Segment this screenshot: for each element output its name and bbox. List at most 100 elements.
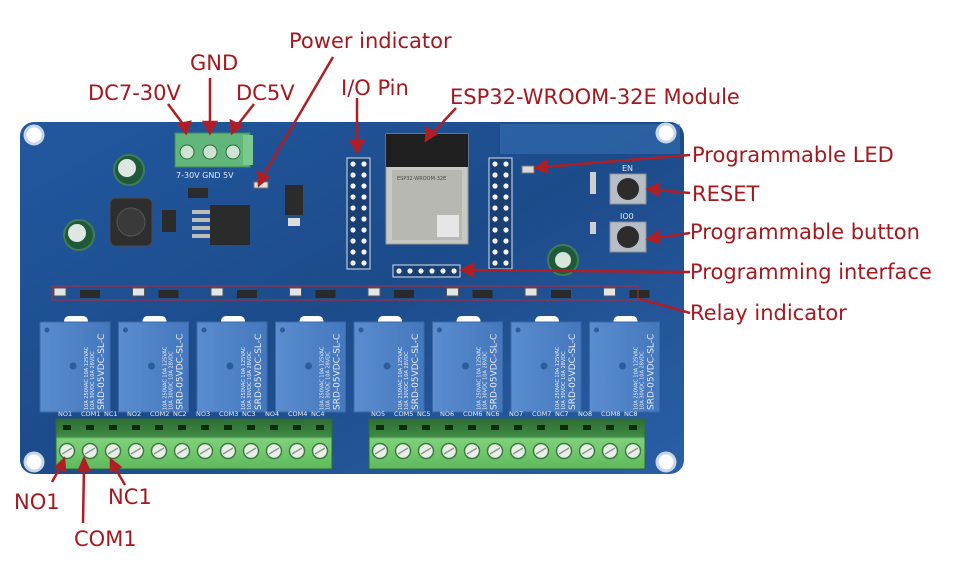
screw-slot: [466, 447, 478, 455]
relay-rating-text: 10A 30VDC 10A 28VDC: [640, 351, 646, 410]
terminal-wire-entry: [422, 425, 430, 430]
relay-model-text: SRD-05VDC-SL-C: [333, 334, 343, 410]
header-pin: [492, 183, 498, 189]
screw-slot: [397, 447, 409, 455]
header-pin: [492, 161, 498, 167]
header-pin: [418, 268, 424, 274]
relay-indicator-led: [603, 287, 616, 297]
en-silkscreen: EN: [622, 164, 633, 173]
header-pin: [503, 194, 509, 200]
label-reset: RESET: [692, 182, 760, 206]
terminal-wire-entry: [132, 425, 140, 430]
relay-rating-text: 10A 250VAC 10A 125VAC: [241, 346, 247, 410]
terminal-wire-entry: [109, 425, 117, 430]
relay-indicator-led: [53, 287, 67, 297]
screw-slot: [374, 447, 386, 455]
label-power-indicator: Power indicator: [289, 29, 452, 53]
relay-dot: [515, 327, 521, 333]
relay-dot: [462, 362, 469, 370]
relay-rating-text: 10A 30VDC 10A 28VDC: [561, 351, 567, 410]
screw-slot: [535, 447, 547, 455]
terminal-wire-entry: [376, 425, 384, 430]
header-pin: [492, 205, 498, 211]
screw-slot: [291, 447, 303, 455]
relay-indicator-led: [132, 287, 145, 297]
relay-model-text: SRD-05VDC-SL-C: [647, 334, 657, 410]
header-pin: [503, 249, 509, 255]
terminal-silkscreen-label: NO3: [196, 410, 210, 418]
screw-slot: [627, 447, 639, 455]
terminal-wire-entry: [445, 425, 453, 430]
label-relay-indicator: Relay indicator: [690, 301, 847, 325]
terminal-silkscreen-label: COM8: [601, 410, 620, 418]
header-pin: [350, 260, 356, 266]
terminal-silkscreen-label: NO6: [440, 410, 454, 418]
relay-rating-text: 10A 30VDC 10A 28VDC: [247, 351, 253, 410]
relay-driver-transistor: [472, 290, 493, 298]
terminal-wire-entry: [629, 425, 637, 430]
header-pin: [361, 249, 367, 255]
relay-model-text: SRD-05VDC-SL-C: [176, 334, 186, 410]
terminal-wire-entry: [270, 425, 278, 430]
relay-indicator-led: [446, 287, 459, 297]
terminal-screw-7-30v: [179, 144, 195, 160]
relay-rating-text: 10A 250VAC 10A 125VAC: [555, 346, 561, 410]
header-pin: [407, 268, 413, 274]
io0-silkscreen: IO0: [620, 212, 634, 221]
terminal-wire-entry: [316, 425, 324, 430]
relay-dot: [358, 327, 364, 333]
relay-dot: [201, 327, 207, 333]
screw-slot: [604, 447, 616, 455]
relay-dot: [123, 327, 128, 333]
screw-slot: [84, 447, 96, 455]
header-pin: [350, 194, 356, 200]
terminal-block: [368, 418, 646, 470]
terminal-silkscreen-label: NC4: [311, 410, 325, 418]
header-pin: [396, 268, 402, 274]
io-header-right: [488, 157, 513, 270]
module-silkscreen: ESP32-WROOM-32E: [397, 176, 446, 182]
relay-dot: [437, 327, 442, 333]
terminal-wire-entry: [86, 425, 94, 430]
screw-slot: [558, 447, 570, 455]
relay-dot: [383, 362, 391, 370]
terminal-wire-entry: [293, 425, 301, 430]
header-pin: [350, 183, 356, 189]
terminal-silkscreen-label: COM4: [288, 410, 307, 418]
header-pin: [492, 260, 498, 266]
header-pin: [350, 249, 356, 255]
relay-model-text: SRD-05VDC-SL-C: [568, 334, 578, 410]
label-nc1: NC1: [108, 485, 152, 509]
label-com1: COM1: [74, 527, 137, 551]
terminal-wire-entry: [399, 425, 407, 430]
esp32-module: ESP32-WROOM-32E: [385, 133, 469, 245]
screw-slot: [153, 447, 165, 455]
header-pin: [492, 249, 498, 255]
annotation-arrows: [50, 56, 691, 524]
relay-indicator-led: [210, 287, 224, 297]
header-pin: [492, 227, 498, 233]
header-pin: [361, 216, 367, 222]
relay-model-text: SRD-05VDC-SL-C: [411, 334, 421, 410]
screw-slot: [489, 447, 501, 455]
relay-driver-transistor: [551, 290, 571, 298]
relay-indicator-outline: [51, 285, 639, 301]
terminal-silkscreen-label: COM1: [81, 410, 100, 418]
label-programmable-led: Programmable LED: [692, 143, 894, 167]
label-programming-interface: Programming interface: [690, 260, 932, 284]
terminal-silkscreen-label: NC5: [417, 410, 431, 418]
label-programmable-button: Programmable button: [690, 220, 920, 244]
relay-driver-transistor: [158, 290, 179, 298]
label-io-pin: I/O Pin: [341, 76, 409, 100]
screw-slot: [314, 447, 326, 455]
terminal-silkscreen-label: NO1: [58, 410, 72, 418]
